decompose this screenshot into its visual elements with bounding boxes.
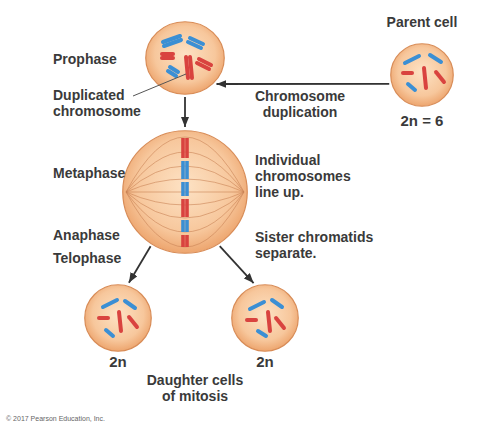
chromatid (185, 138, 189, 158)
chromosome (129, 317, 137, 327)
chromatid (181, 199, 185, 217)
process-arrow (129, 246, 151, 282)
chromosome (268, 312, 270, 331)
chromatid (199, 59, 211, 65)
spindle-fiber (126, 179, 244, 192)
spindle-fiber (126, 192, 244, 247)
chromosome (247, 318, 256, 322)
cell-membrane (232, 285, 299, 352)
cell-label: 2n (98, 353, 138, 370)
spindle-fiber (126, 192, 244, 193)
copyright-note: © 2017 Pearson Education, Inc. (6, 414, 206, 423)
process-arrow (220, 246, 254, 283)
cell-label: 2n (245, 353, 285, 370)
cell-membrane (391, 44, 454, 107)
cell: Parent cell2n = 6 (390, 43, 454, 107)
edge-label: Chromosome duplication (244, 88, 356, 120)
chromatid (185, 161, 189, 179)
annotation: Sister chromatids separate. (255, 229, 390, 261)
annotation: Individual chromosomes line up. (255, 152, 363, 200)
spindle-fiber (126, 192, 244, 218)
cell: Prophase (145, 21, 225, 95)
cell-membrane (85, 285, 152, 352)
chromosome (276, 318, 284, 328)
cell-outline (231, 284, 299, 352)
chromosome (103, 300, 117, 307)
chromosome (424, 68, 426, 88)
chromatid (186, 57, 188, 78)
daughter-chromosomes (247, 300, 284, 336)
spindle-fiber (126, 192, 244, 205)
cell-label: Metaphase (53, 165, 138, 181)
spindle-fiber (126, 166, 244, 192)
chromatid (190, 57, 192, 78)
parent-chromosomes (403, 55, 444, 90)
chromatid (181, 235, 185, 247)
annotation: Anaphase (53, 227, 143, 243)
chromatid (185, 220, 189, 232)
chromatid (190, 38, 203, 44)
process-arrow (216, 83, 389, 85)
chromatid (197, 63, 209, 69)
daughter-chromosomes (99, 300, 137, 336)
chromatid (181, 138, 185, 158)
chromatid (185, 235, 189, 247)
chromosome (403, 71, 412, 75)
cell-membrane (146, 22, 225, 95)
leader-line (133, 74, 186, 96)
metaphase-chromosomes (183, 138, 187, 247)
cell-outline (84, 284, 152, 352)
cell: 2n (231, 284, 299, 352)
chromatid (188, 42, 201, 48)
chromatid (170, 67, 178, 72)
chromatid (164, 40, 181, 46)
chromatid (181, 161, 185, 179)
annotation: Daughter cells of mitosis (139, 372, 251, 404)
cell-label: Parent cell (367, 14, 477, 30)
cell-outline (390, 43, 454, 107)
chromosome (99, 316, 108, 320)
chromosome (119, 312, 121, 331)
annotation: Duplicated chromosome (53, 87, 148, 119)
chromatid (162, 56, 173, 60)
spindle-fiber (126, 152, 244, 192)
spindle-fibers (126, 137, 244, 247)
chromosome (408, 84, 415, 90)
chromatid (168, 71, 176, 76)
chromosome (106, 330, 113, 336)
chromatid (163, 36, 180, 42)
spindle-fiber (126, 137, 244, 192)
chromosome (250, 302, 264, 309)
chromosome (272, 300, 282, 307)
cell-outline (145, 21, 225, 95)
chromosome (258, 331, 266, 336)
process-arrow (184, 97, 186, 127)
cell: Metaphase (122, 130, 248, 254)
spindle-fiber (126, 192, 244, 232)
chromosome (125, 301, 135, 308)
chromosome (405, 56, 419, 63)
chromatid (181, 220, 185, 232)
cell-membrane (123, 131, 248, 254)
chromosome (436, 72, 444, 82)
cell-label: Prophase (53, 51, 138, 67)
chromatid (185, 199, 189, 217)
chromatid (185, 182, 189, 196)
chromosome (430, 55, 441, 62)
cell-outline (122, 130, 248, 254)
cell: 2n (84, 284, 152, 352)
ploidy-label: 2n = 6 (377, 112, 467, 129)
chromatid (162, 52, 173, 56)
annotation: Telophase (53, 250, 143, 266)
prophase-chromosomes (162, 36, 211, 78)
chromatid (181, 182, 185, 196)
